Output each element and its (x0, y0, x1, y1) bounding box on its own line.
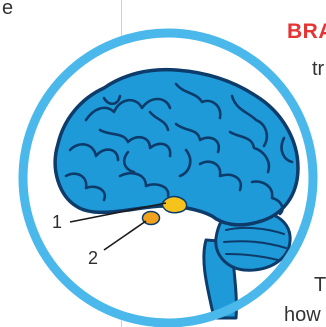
callout-2-number: 2 (88, 248, 98, 268)
highlight-structure-1 (162, 197, 187, 213)
callout-1-number: 1 (52, 212, 62, 232)
